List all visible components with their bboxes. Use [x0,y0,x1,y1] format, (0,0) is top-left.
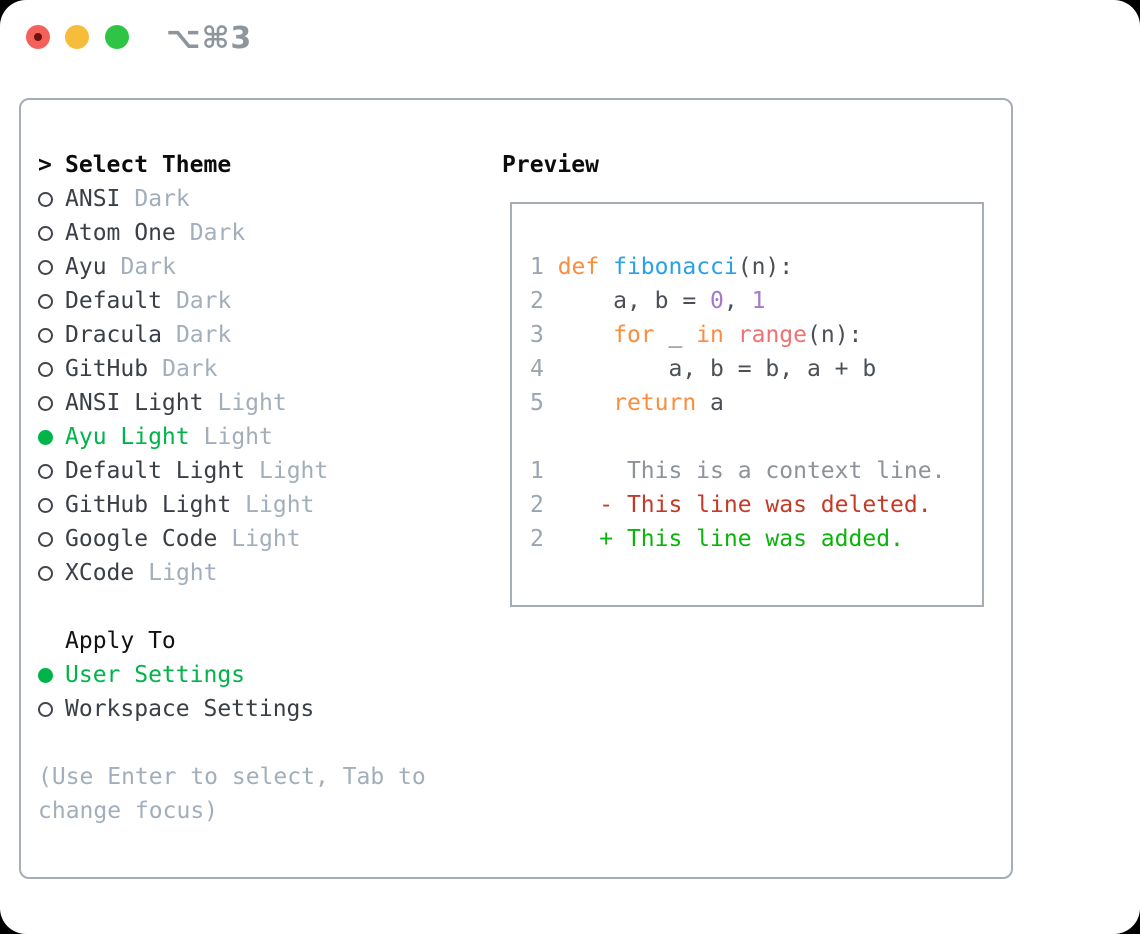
theme-option-dracula[interactable]: Dracula Dark [38,318,468,352]
minimize-button[interactable] [65,25,89,49]
theme-name: Google Code [65,526,218,552]
variant-badge: Light [203,424,273,450]
diff-line-added: 2 + This line was added. [530,526,904,552]
code-line: 5 return a [530,390,724,416]
option-label: Workspace Settings [65,696,315,722]
apply-to-header: Apply To [38,624,468,658]
theme-option-ayu[interactable]: Ayu Dark [38,250,468,284]
theme-option-atom-one[interactable]: Atom One Dark [38,216,468,250]
radio-icon [38,463,65,479]
theme-name: Default Light [65,458,246,484]
variant-badge: Dark [189,220,246,246]
theme-option-xcode[interactable]: XCode Light [38,556,468,590]
option-label: User Settings [65,662,246,688]
variant-badge: Light [217,390,287,416]
theme-name: Ayu Light [65,424,190,450]
active-section-caret: > [38,152,52,178]
select-theme-header-label: Select Theme [65,152,232,178]
radio-icon [38,531,65,547]
variant-badge: Light [245,492,315,518]
code-line: 4 a, b = b, a + b [530,356,877,382]
code-line: 2 a, b = 0, 1 [530,288,766,314]
radio-icon [38,497,65,513]
theme-option-google-code[interactable]: Google Code Light [38,522,468,556]
close-button-dot-icon [34,33,42,41]
theme-name: ANSI [65,186,121,212]
preview-box: 1 def fibonacci(n): 2 a, b = 0, 1 3 for _ … [510,202,984,607]
theme-name: XCode [65,560,135,586]
theme-option-default[interactable]: Default Dark [38,284,468,318]
theme-option-github[interactable]: GitHub Dark [38,352,468,386]
diff-line-deleted: 2 - This line was deleted. [530,492,932,518]
theme-name: GitHub Light [65,492,232,518]
spacer [38,590,468,624]
apply-option-workspace-settings[interactable]: Workspace Settings [38,692,468,726]
theme-name: GitHub [65,356,149,382]
radio-icon [38,361,65,377]
preview-header-label: Preview [502,152,599,178]
variant-badge: Light [148,560,218,586]
radio-icon [38,429,65,445]
theme-name: Atom One [65,220,176,246]
apply-to-header-label: Apply To [65,628,176,654]
select-theme-header: > Select Theme [38,148,468,182]
radio-icon [38,565,65,581]
diff-line-context: 1 This is a context line. [530,458,946,484]
code-preview: 1 def fibonacci(n): 2 a, b = 0, 1 3 for _ … [512,204,982,556]
radio-icon [38,327,65,343]
theme-option-ayu-light[interactable]: Ayu Light Light [38,420,468,454]
theme-option-default-light[interactable]: Default Light Light [38,454,468,488]
theme-name: Default [65,288,162,314]
blank-line [530,420,982,454]
theme-name: Dracula [65,322,162,348]
theme-name: ANSI Light [65,390,204,416]
usage-hint: (Use Enter to select, Tab to change focu… [38,764,426,824]
radio-icon [38,225,65,241]
theme-option-ansi-light[interactable]: ANSI Light Light [38,386,468,420]
code-line: 3 for _ in range(n): [530,322,863,348]
zoom-button[interactable] [105,25,129,49]
radio-icon [38,293,65,309]
theme-name: Ayu [65,254,107,280]
code-line: 1 def fibonacci(n): [530,254,794,280]
variant-badge: Light [231,526,301,552]
variant-badge: Dark [120,254,176,280]
variant-badge: Light [259,458,329,484]
theme-picker-panel [19,98,1013,879]
spacer [38,726,468,760]
variant-badge: Dark [175,288,232,314]
variant-badge: Dark [175,322,232,348]
radio-icon [38,259,65,275]
radio-icon [38,701,65,717]
radio-icon [38,667,65,683]
theme-option-github-light[interactable]: GitHub Light Light [38,488,468,522]
close-button[interactable] [26,25,50,49]
radio-icon [38,191,65,207]
theme-option-ansi[interactable]: ANSI Dark [38,182,468,216]
variant-badge: Dark [134,186,190,212]
radio-icon [38,395,65,411]
keyboard-shortcut-label: ⌥⌘3 [166,21,253,56]
apply-option-user-settings[interactable]: User Settings [38,658,468,692]
variant-badge: Dark [162,356,218,382]
